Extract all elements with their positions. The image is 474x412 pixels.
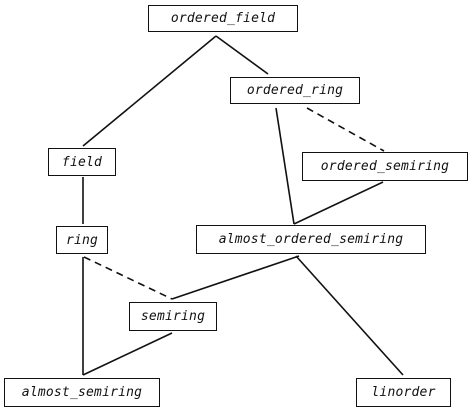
edge-ordered-ring-to-ordered-semiring [306,107,385,152]
edge-almost-ordered-semiring-to-semiring [171,255,300,300]
edge-ordered-ring-to-almost-ordered-semiring [275,107,295,225]
edge-almost-ordered-semiring-to-linorder [295,255,404,376]
node-semiring: semiring [129,302,217,331]
node-ordered-semiring: ordered_semiring [302,152,468,181]
edge-semiring-to-almost-semiring [82,332,173,376]
node-almost-semiring: almost_semiring [4,378,160,407]
edge-ordered-field-to-ordered-ring [215,35,269,75]
node-ordered-ring: ordered_ring [230,77,360,104]
edge-ordered-field-to-field [82,35,217,147]
edge-ordered-semiring-to-almost-ordered-semiring [293,181,384,225]
node-field: field [48,148,116,176]
node-linorder: linorder [356,378,451,407]
edge-ring-to-semiring [83,256,173,300]
node-ordered-field: ordered_field [148,5,298,32]
node-almost-ordered-semiring: almost_ordered_semiring [196,225,426,254]
node-ring: ring [56,226,108,254]
